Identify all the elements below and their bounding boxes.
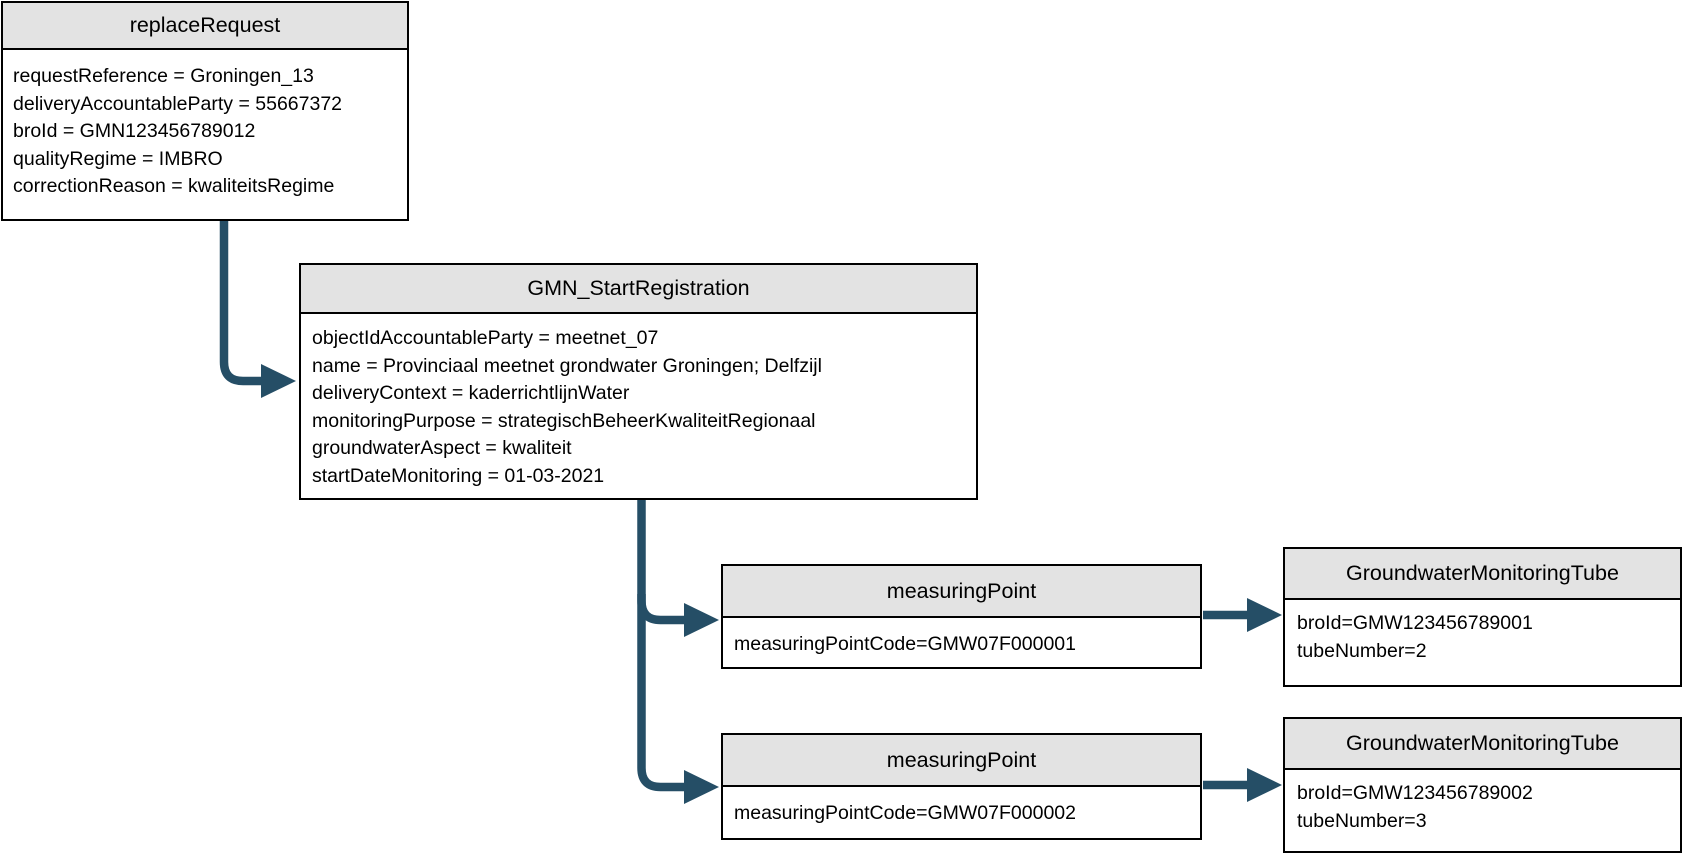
edge-replacerequest-to-gmn-arrow [219, 220, 296, 398]
attribute-line: startDateMonitoring = 01-03-2021 [312, 464, 605, 487]
attribute-line: qualityRegime = IMBRO [13, 147, 223, 170]
attribute-line: broId=GMW123456789002 [1297, 782, 1533, 804]
node-measuring-point-2: measuringPoint measuringPointCode=GMW07F… [721, 733, 1202, 840]
attribute-line: tubeNumber=2 [1297, 640, 1427, 662]
attribute-line: measuringPointCode=GMW07F000002 [734, 802, 1076, 824]
edge-measuringpoint1-to-tube1-arrow [1203, 598, 1282, 632]
node-replace-request: replaceRequest requestReference = Gronin… [1, 1, 409, 221]
node-attributes: requestReference = Groningen_13 delivery… [3, 50, 407, 201]
node-groundwater-monitoring-tube-2: GroundwaterMonitoringTube broId=GMW12345… [1283, 717, 1682, 853]
attribute-line: monitoringPurpose = strategischBeheerKwa… [312, 409, 816, 432]
node-measuring-point-1: measuringPoint measuringPointCode=GMW07F… [721, 564, 1202, 669]
attribute-line: broId = GMN123456789012 [13, 120, 256, 142]
attribute-line: objectIdAccountableParty = meetnet_07 [312, 327, 659, 349]
edge-gmn-to-measuringpoint2-arrow [637, 498, 719, 804]
node-title: GMN_StartRegistration [301, 265, 976, 314]
node-attributes: measuringPointCode=GMW07F000002 [723, 787, 1200, 828]
node-attributes: objectIdAccountableParty = meetnet_07 na… [301, 314, 976, 490]
attribute-line: correctionReason = kwaliteitsRegime [13, 175, 335, 197]
node-title: GroundwaterMonitoringTube [1285, 549, 1680, 600]
node-title: GroundwaterMonitoringTube [1285, 719, 1680, 770]
node-title: measuringPoint [723, 566, 1200, 618]
attribute-line: deliveryContext = kaderrichtlijnWater [312, 382, 630, 404]
attribute-line: name = Provinciaal meetnet grondwater Gr… [312, 354, 822, 377]
attribute-line: measuringPointCode=GMW07F000001 [734, 633, 1076, 655]
node-groundwater-monitoring-tube-1: GroundwaterMonitoringTube broId=GMW12345… [1283, 547, 1682, 687]
edge-gmn-to-measuringpoint1-arrow [637, 594, 719, 637]
attribute-line: groundwaterAspect = kwaliteit [312, 437, 572, 459]
attribute-line: deliveryAccountableParty = 55667372 [13, 92, 343, 115]
node-attributes: broId=GMW123456789001 tubeNumber=2 [1285, 600, 1680, 665]
node-title: measuringPoint [723, 735, 1200, 787]
attribute-line: requestReference = Groningen_13 [13, 65, 314, 87]
node-attributes: measuringPointCode=GMW07F000001 [723, 618, 1200, 659]
attribute-line: broId=GMW123456789001 [1297, 612, 1533, 634]
node-gmn-start-registration: GMN_StartRegistration objectIdAccountabl… [299, 263, 978, 500]
edge-measuringpoint2-to-tube2-arrow [1203, 768, 1282, 802]
attribute-line: tubeNumber=3 [1297, 810, 1427, 832]
node-title: replaceRequest [3, 3, 407, 50]
node-attributes: broId=GMW123456789002 tubeNumber=3 [1285, 770, 1680, 835]
